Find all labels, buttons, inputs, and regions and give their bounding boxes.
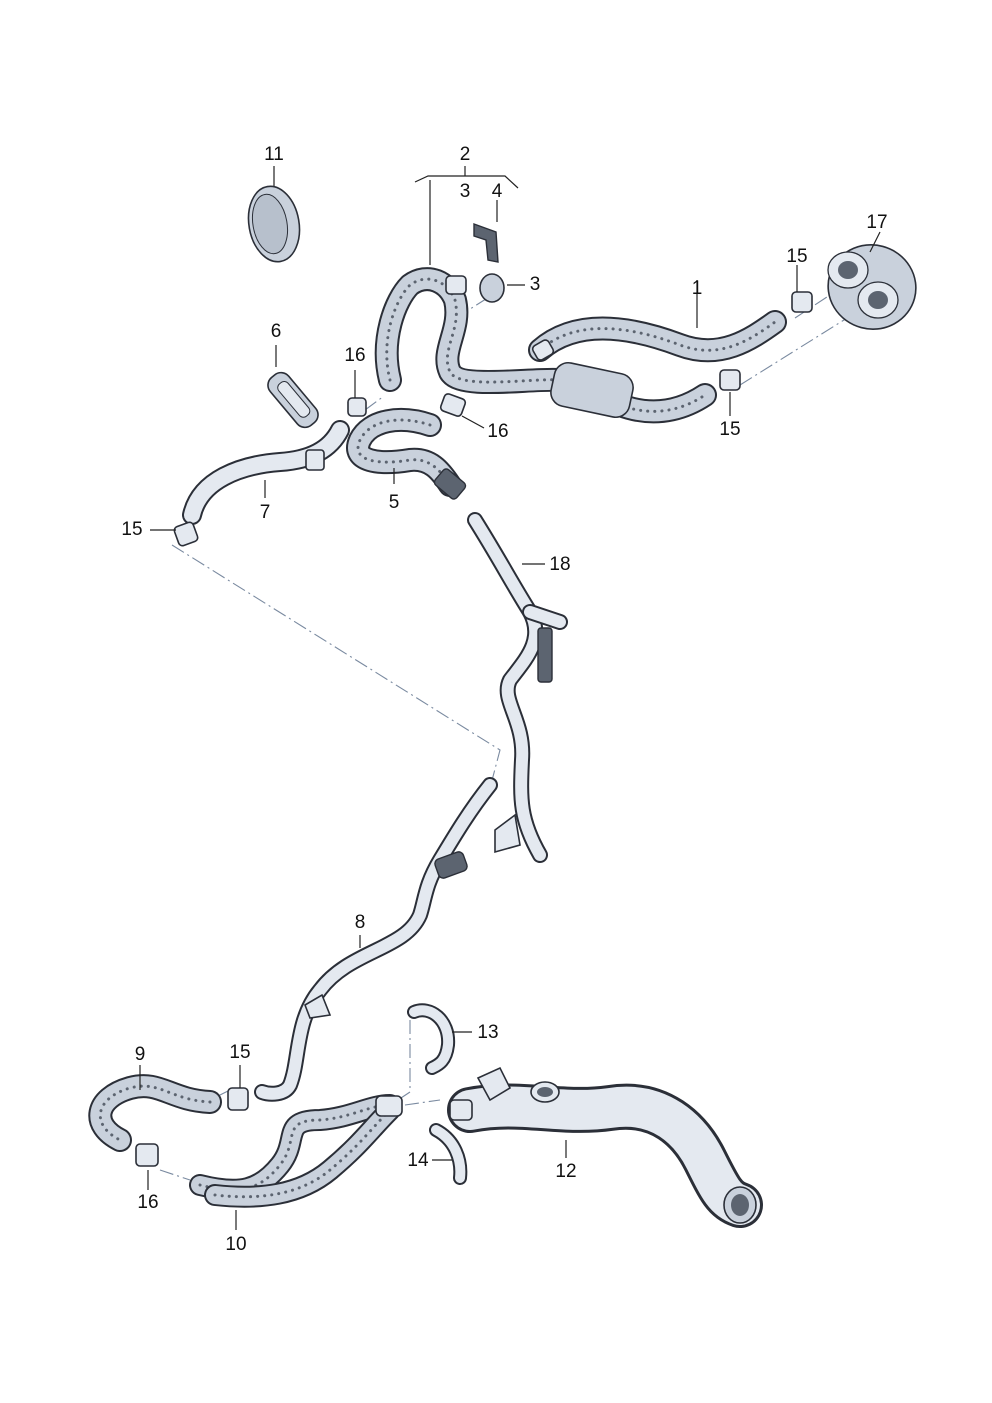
callout-labels: 11 2 3 4 3 1 15 17 15 16 16 6 5 7 15 18 …	[121, 144, 887, 1255]
hose-5	[346, 408, 467, 500]
bracket-4	[473, 223, 499, 263]
callout-15-right: 15	[719, 419, 740, 440]
pipe-7	[182, 420, 350, 525]
callout-15-top-right: 15	[786, 246, 807, 267]
callout-3-top: 3	[460, 181, 471, 202]
hose-2	[374, 267, 572, 395]
callout-12: 12	[555, 1161, 576, 1182]
callout-7: 7	[260, 502, 271, 523]
callout-4: 4	[492, 181, 503, 202]
grommet-11	[247, 185, 301, 263]
callout-11: 11	[264, 144, 284, 165]
pipe-13	[407, 1003, 456, 1075]
callout-5: 5	[389, 492, 400, 513]
callout-16-center: 16	[487, 421, 508, 442]
pipe-8	[254, 777, 498, 1102]
callout-15-left: 15	[121, 519, 142, 540]
callout-18: 18	[549, 554, 570, 575]
gasket-6	[267, 371, 319, 429]
callout-2: 2	[460, 144, 471, 165]
pipe-18	[467, 512, 568, 863]
callout-13: 13	[477, 1022, 498, 1043]
nut-3	[479, 273, 505, 303]
callout-8: 8	[355, 912, 366, 933]
hose-9	[88, 1074, 222, 1152]
assembly-lines	[159, 289, 861, 1181]
callout-17: 17	[866, 212, 887, 233]
coolant-flange-12	[447, 1066, 763, 1228]
callout-10: 10	[225, 1234, 246, 1255]
grommet-17	[827, 244, 917, 330]
callout-9: 9	[135, 1044, 146, 1065]
pipe-14	[429, 1123, 468, 1185]
hose-1	[528, 310, 787, 424]
callout-15-bottom: 15	[229, 1042, 250, 1063]
leader-lines	[139, 166, 881, 1230]
callout-14: 14	[407, 1150, 429, 1171]
callout-3-nut: 3	[530, 274, 541, 295]
clamps	[135, 291, 813, 1167]
hose-10	[189, 1094, 403, 1208]
callout-6: 6	[271, 321, 282, 342]
callout-16-bottom: 16	[137, 1192, 158, 1213]
callout-16-left: 16	[344, 345, 365, 366]
callout-1: 1	[692, 278, 703, 299]
